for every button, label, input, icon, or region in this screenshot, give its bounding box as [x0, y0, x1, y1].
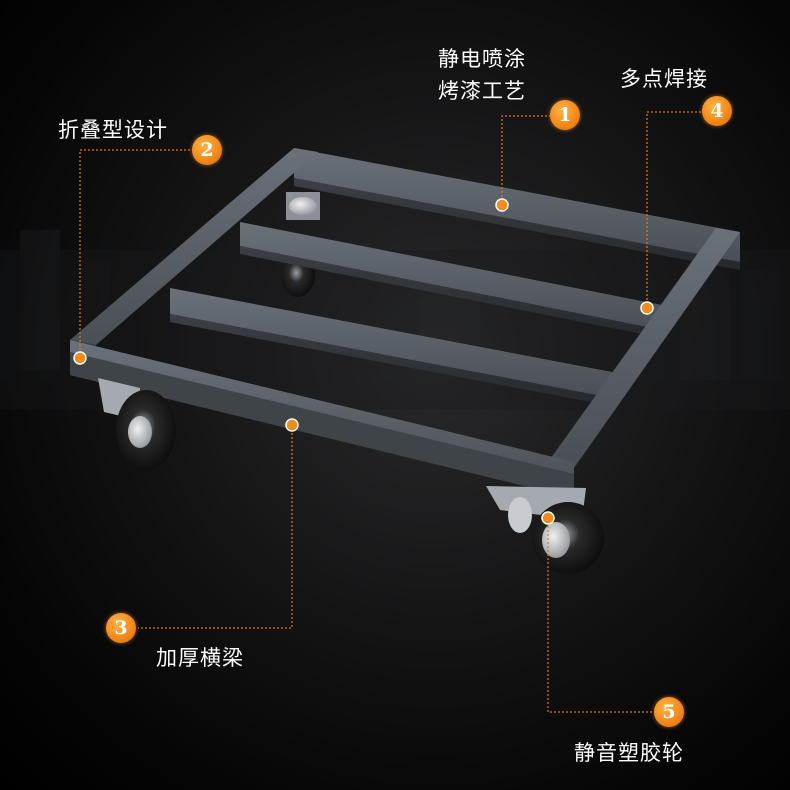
- callout-badge-4: 4: [702, 96, 732, 126]
- callout-1-line2: 烤漆工艺: [438, 79, 526, 103]
- callout-badge-1: 1: [550, 100, 580, 130]
- leader-line-4: [646, 111, 702, 308]
- callout-1-line1: 静电喷涂: [438, 47, 526, 71]
- front-bar: [70, 340, 574, 498]
- callout-badge-5: 5: [654, 697, 684, 727]
- anchor-dot-4: [640, 301, 654, 315]
- inner-bar-1: [240, 222, 662, 338]
- anchor-dots: [73, 198, 654, 525]
- callout-4-label: 多点焊接: [620, 67, 708, 91]
- inner-bar-2: [170, 288, 612, 406]
- anchor-dot-5: [541, 511, 555, 525]
- front-left-caster: [98, 378, 176, 470]
- anchor-dot-2: [73, 351, 87, 365]
- front-right-caster: [486, 486, 604, 574]
- leader-lines: [79, 111, 702, 713]
- callout-3-label: 加厚横梁: [156, 646, 244, 670]
- callout-2-label: 折叠型设计: [58, 118, 168, 142]
- callout-badge-3: 3: [106, 613, 136, 643]
- back-bar: [294, 148, 740, 270]
- leader-line-3: [138, 425, 293, 629]
- leader-line-1: [501, 115, 550, 205]
- anchor-dot-3: [285, 418, 299, 432]
- anchor-dot-1: [495, 198, 509, 212]
- callout-5-label: 静音塑胶轮: [574, 741, 684, 765]
- callout-badge-2: 2: [192, 135, 222, 165]
- leader-line-5: [547, 518, 654, 713]
- leader-line-2: [79, 149, 192, 358]
